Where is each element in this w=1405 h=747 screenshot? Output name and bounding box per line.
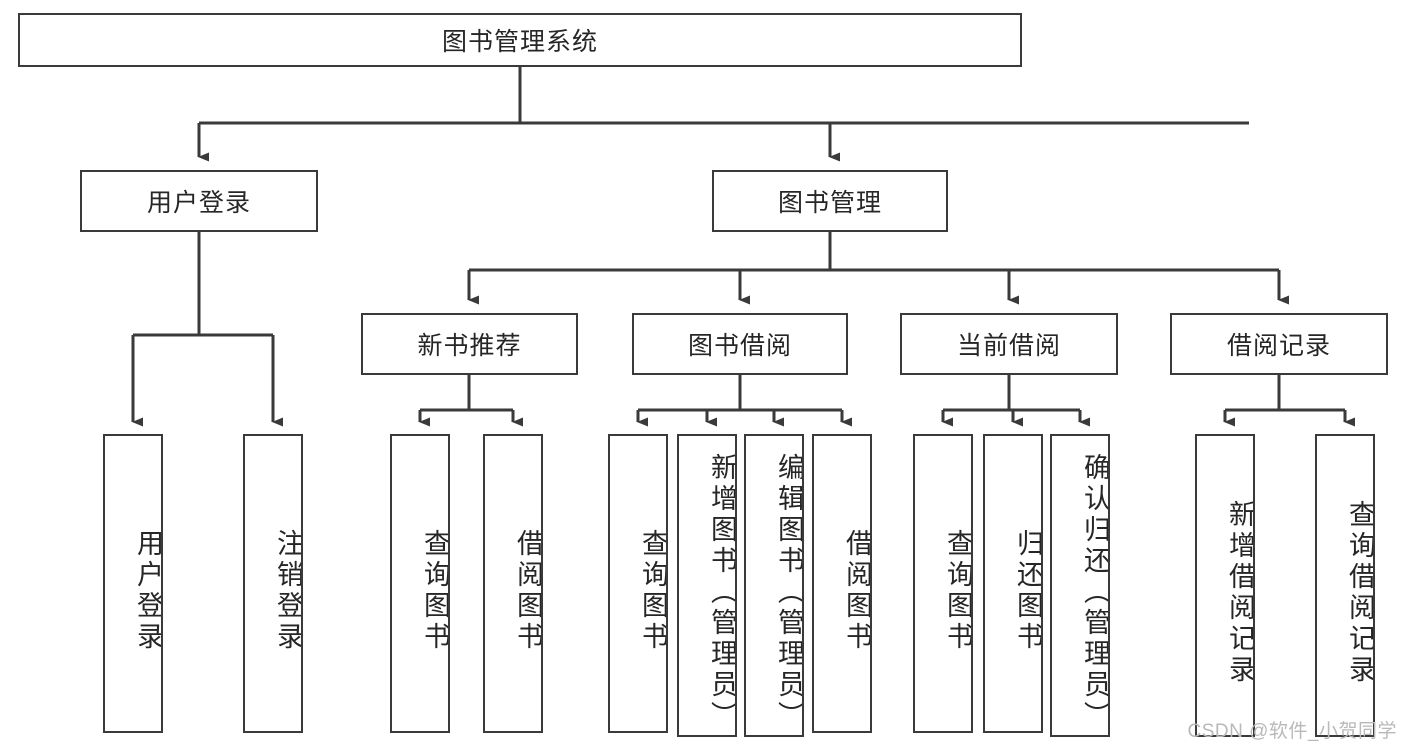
node-label: 新书推荐 [417, 332, 522, 360]
leaf-user-login-login[interactable]: 用户登录 [103, 434, 163, 733]
leaf-new-book-borrow[interactable]: 借阅图书 [483, 434, 543, 733]
leaf-book-borrow-add[interactable]: 新增图书（管理员） [677, 434, 737, 737]
node-label: 图书管理 [777, 189, 882, 217]
node-label: 查询借阅记录 [1345, 499, 1375, 686]
watermark-text: CSDN @软件_小贺同学 [1187, 721, 1397, 742]
node-label: 归还图书 [1013, 528, 1043, 653]
leaf-user-login-logout[interactable]: 注销登录 [243, 434, 303, 733]
node-book-borrow[interactable]: 图书借阅 [632, 313, 848, 375]
node-new-book-recommend[interactable]: 新书推荐 [361, 313, 578, 375]
leaf-new-book-query[interactable]: 查询图书 [390, 434, 450, 733]
node-borrow-record[interactable]: 借阅记录 [1170, 313, 1388, 375]
node-label: 确认归还（管理员） [1080, 453, 1110, 732]
leaf-current-borrow-confirm-return[interactable]: 确认归还（管理员） [1050, 434, 1110, 737]
node-label: 用户登录 [133, 528, 163, 653]
node-root-system[interactable]: 图书管理系统 [18, 13, 1022, 67]
node-book-management[interactable]: 图书管理 [712, 170, 948, 232]
leaf-current-borrow-return[interactable]: 归还图书 [983, 434, 1043, 733]
node-user-login[interactable]: 用户登录 [80, 170, 318, 232]
leaf-borrow-record-add[interactable]: 新增借阅记录 [1195, 434, 1255, 737]
leaf-book-borrow-query[interactable]: 查询图书 [608, 434, 668, 733]
node-label: 图书管理系统 [441, 28, 598, 56]
node-label: 注销登录 [273, 528, 303, 653]
node-label: 借阅记录 [1226, 332, 1331, 360]
node-label: 查询图书 [638, 528, 668, 653]
node-label: 查询图书 [420, 528, 450, 653]
node-label: 借阅图书 [513, 528, 543, 653]
node-label: 新增图书（管理员） [707, 453, 737, 732]
node-label: 当前借阅 [956, 332, 1061, 360]
leaf-book-borrow-edit[interactable]: 编辑图书（管理员） [744, 434, 804, 737]
node-label: 新增借阅记录 [1225, 499, 1255, 686]
leaf-current-borrow-query[interactable]: 查询图书 [913, 434, 973, 733]
node-label: 图书借阅 [687, 332, 792, 360]
node-label: 用户登录 [146, 189, 251, 217]
node-current-borrow[interactable]: 当前借阅 [900, 313, 1118, 375]
leaf-book-borrow-borrow[interactable]: 借阅图书 [812, 434, 872, 733]
node-label: 编辑图书（管理员） [774, 453, 804, 732]
node-label: 查询图书 [943, 528, 973, 653]
leaf-borrow-record-query[interactable]: 查询借阅记录 [1315, 434, 1375, 737]
node-label: 借阅图书 [842, 528, 872, 653]
